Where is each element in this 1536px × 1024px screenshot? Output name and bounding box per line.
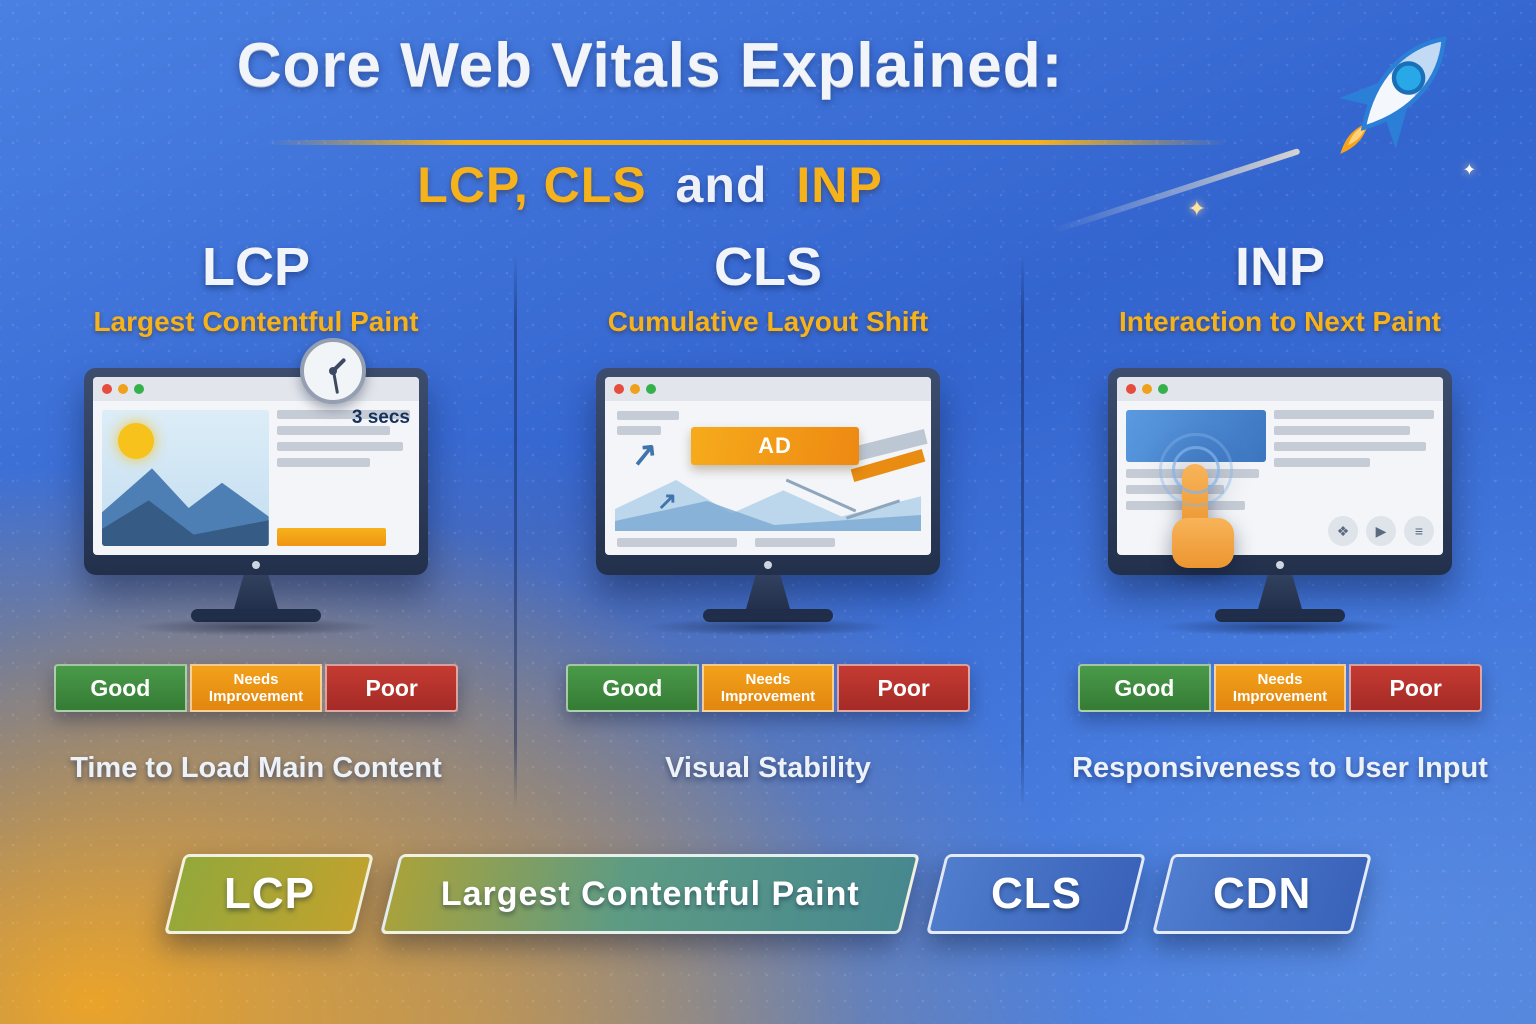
window-dot-yellow-icon: [630, 384, 640, 394]
text-line: [276, 458, 370, 467]
monitor-stand: [1258, 575, 1302, 609]
window-dot-green-icon: [134, 384, 144, 394]
layout-shift-arrow-icon: ↗: [657, 488, 678, 515]
text-line: [1273, 458, 1370, 467]
menu-icon: ≡: [1404, 516, 1434, 546]
bottom-banner-strip: LCP Largest Contentful Paint CLS CDN: [0, 854, 1536, 934]
banner-cdn: CDN: [1152, 854, 1372, 934]
lcp-name: Largest Contentful Paint: [93, 306, 419, 337]
banner-cls: CLS: [926, 854, 1146, 934]
monitor-frame: ↗ ↗ AD: [596, 368, 940, 575]
title-underline: [268, 140, 1228, 145]
lcp-rating-scale: Good Needs Improvement Poor: [54, 664, 459, 712]
lcp-abbr: LCP: [202, 237, 310, 297]
column-divider: [514, 252, 517, 808]
text-line: [276, 426, 390, 435]
inp-column: INP Interaction to Next Paint: [1024, 236, 1536, 785]
text-line: [1273, 410, 1434, 419]
text-line: [755, 538, 835, 547]
inp-name: Interaction to Next Paint: [1118, 306, 1442, 337]
play-icon: ▶: [1366, 516, 1396, 546]
sparkle-icon: ✦: [1462, 162, 1476, 179]
load-time-badge: 3 secs: [351, 407, 410, 428]
rating-good: Good: [1078, 664, 1211, 712]
cls-caption: Visual Stability: [665, 752, 871, 784]
rating-needs-improvement: Needs Improvement: [1213, 664, 1347, 712]
layout-shift-arrow-icon: ↗: [629, 434, 660, 474]
monitor-base: [703, 609, 833, 622]
monitor-camera-dot: [1276, 561, 1284, 569]
monitor-shadow: [1155, 618, 1405, 636]
rating-poor: Poor: [1349, 664, 1483, 712]
monitor-shadow: [643, 618, 893, 636]
rating-needs-improvement: Needs Improvement: [189, 664, 323, 712]
sparkle-icon: ✦: [1187, 196, 1206, 221]
rating-poor: Poor: [325, 664, 459, 712]
lcp-screen: 3 secs: [93, 377, 419, 555]
rating-poor: Poor: [837, 664, 971, 712]
clock-icon: [300, 338, 366, 404]
cls-name: Cumulative Layout Shift: [607, 306, 929, 337]
tap-ripple: [1159, 433, 1233, 507]
tap-hand-icon: [1159, 433, 1234, 568]
subtitle-metrics-left: LCP, CLS: [417, 157, 647, 213]
inp-abbr: INP: [1234, 237, 1326, 297]
text-line: [1273, 426, 1410, 435]
cta-placeholder: [276, 528, 386, 546]
monitor-camera-dot: [764, 561, 772, 569]
cls-abbr: CLS: [714, 237, 822, 297]
page-title: Core Web Vitals Explained:: [236, 31, 1064, 100]
text-line: [617, 538, 737, 547]
window-dot-green-icon: [646, 384, 656, 394]
monitor-base: [1215, 609, 1345, 622]
banner-lcp: LCP: [164, 854, 374, 934]
text-line: [1273, 442, 1426, 451]
inp-monitor-illustration: ❖ ▶ ≡: [1108, 368, 1452, 636]
lcp-monitor-illustration: 3 secs: [84, 338, 428, 636]
window-dot-red-icon: [614, 384, 624, 394]
cls-monitor-illustration: ↗ ↗ AD: [596, 368, 940, 636]
lcp-column: LCP Largest Contentful Paint 3 s: [0, 236, 512, 785]
banner-largest-contentful-paint: Largest Contentful Paint: [380, 854, 920, 934]
text-line: [276, 442, 404, 451]
text-line: [617, 426, 661, 435]
cls-screen: ↗ ↗ AD: [605, 377, 931, 555]
cls-rating-scale: Good Needs Improvement Poor: [566, 664, 971, 712]
subtitle-connector: and: [675, 157, 768, 213]
rating-needs-improvement: Needs Improvement: [701, 664, 835, 712]
rating-good: Good: [566, 664, 699, 712]
metric-columns: LCP Largest Contentful Paint 3 s: [0, 236, 1536, 785]
text-line: [617, 411, 679, 420]
page-subtitle: LCP, CLS and INP: [0, 156, 1300, 214]
monitor-base: [191, 609, 321, 622]
text-line: [276, 410, 410, 419]
hero-image: [102, 410, 269, 546]
monitor-frame: 3 secs: [84, 368, 428, 575]
text-placeholder-column: [276, 410, 410, 546]
window-dot-red-icon: [102, 384, 112, 394]
monitor-shadow: [131, 618, 381, 636]
ad-banner: AD: [691, 427, 859, 465]
window-dot-red-icon: [1126, 384, 1136, 394]
rating-good: Good: [54, 664, 187, 712]
browser-bar: [1117, 377, 1443, 401]
sun-icon: [118, 423, 154, 459]
window-dot-green-icon: [1158, 384, 1168, 394]
monitor-stand: [746, 575, 790, 609]
inp-rating-scale: Good Needs Improvement Poor: [1078, 664, 1483, 712]
browser-bar: [93, 377, 419, 401]
monitor-camera-dot: [252, 561, 260, 569]
inp-caption: Responsiveness to User Input: [1072, 752, 1488, 784]
window-dot-yellow-icon: [1142, 384, 1152, 394]
browser-bar: [605, 377, 931, 401]
column-divider: [1021, 252, 1024, 808]
subtitle-metrics-right: INP: [796, 157, 883, 213]
lcp-caption: Time to Load Main Content: [70, 752, 442, 784]
grid-icon: ❖: [1328, 516, 1358, 546]
rocket-icon: [1296, 10, 1486, 190]
cls-column: CLS Cumulative Layout Shift ↗: [512, 236, 1024, 785]
window-dot-yellow-icon: [118, 384, 128, 394]
monitor-stand: [234, 575, 278, 609]
